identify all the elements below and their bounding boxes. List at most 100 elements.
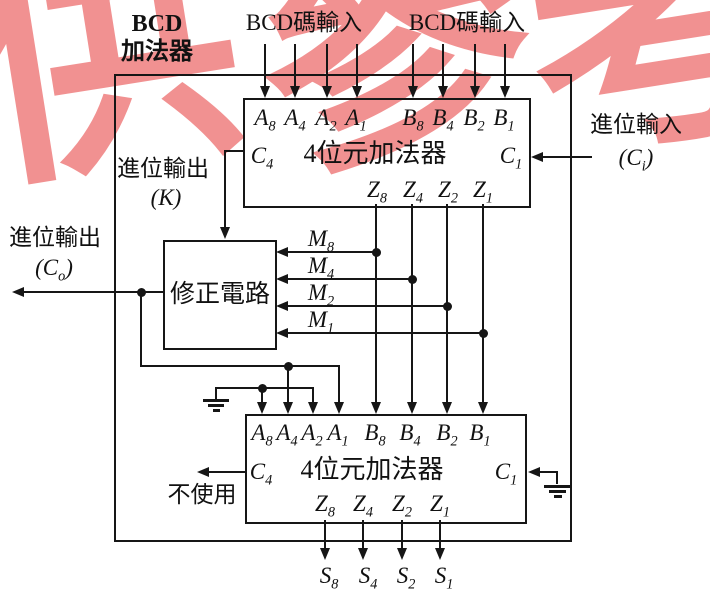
wire-m4 [287,278,413,280]
wire-input [504,44,506,87]
arrowhead [435,548,445,560]
adder1-pin-z1: Z1 [473,177,493,207]
carry-out-co-label: 進位輸出 [9,225,101,250]
wire-input [294,44,296,87]
arrowhead [442,402,452,414]
junction-dot [284,362,293,371]
wire-m2 [287,305,448,307]
wire-correction-feed [338,365,340,403]
wire-correction-feed [287,365,289,403]
arrowhead [408,86,418,98]
s1-label: S1 [434,563,454,593]
arrowhead [276,301,288,311]
not-used-label: 不使用 [167,482,237,507]
adder1-pin-b1: B1 [493,105,515,135]
arrowhead [260,86,270,98]
wire-z4-bus [411,204,413,404]
adder1-pin-b8: B8 [402,105,424,135]
diagram-title-line2: 加法器 [121,39,193,65]
adder2-pin-b8: B8 [364,420,386,450]
carry-out-co-symbol: (Co) [35,255,73,285]
wire-z1-bus [482,204,484,404]
adder2-pin-a1: A1 [327,420,349,450]
bcd-input-label-right: BCD碼輸入 [408,10,526,35]
adder2-title: 4位元加法器 [300,455,444,484]
adder2-pin-a8: A8 [251,420,273,450]
wire-c4-not-used [208,471,245,473]
arrowhead [438,86,448,98]
arrowhead [12,287,24,297]
wire-m1 [287,332,484,334]
arrowhead [470,86,480,98]
arrowhead [197,467,209,477]
arrowhead [500,86,510,98]
adder1-pin-a2: A2 [315,105,337,135]
carry-out-k-symbol: (K) [150,185,182,210]
arrowhead [352,86,362,98]
wire-input [264,44,266,87]
adder2-pin-b2: B2 [436,420,458,450]
arrowhead [528,467,540,477]
adder2-pin-z8: Z8 [315,491,335,521]
wire-c1-ground [539,471,558,473]
arrowhead [407,402,417,414]
arrowhead [283,402,293,414]
carry-out-k-label: 進位輸出 [117,156,209,181]
s8-label: S8 [319,563,339,593]
adder1-pin-b4: B4 [432,105,454,135]
carry-in-symbol: (Ci) [618,145,654,175]
adder1-pin-z4: Z4 [403,177,423,207]
m8-label: M8 [307,226,335,256]
wire-s4 [362,520,364,548]
arrowhead [276,328,288,338]
adder1-title: 4位元加法器 [303,139,447,168]
junction-dot [258,384,267,393]
wire-s8 [324,520,326,548]
arrowhead [531,152,543,162]
outer-boundary [114,74,572,542]
adder1-box [243,98,531,208]
arrowhead [334,402,344,414]
adder1-pin-c1: C1 [499,143,523,173]
adder2-pin-z4: Z4 [353,491,373,521]
wire-input [442,44,444,87]
arrowhead [290,86,300,98]
s4-label: S4 [358,563,378,593]
arrowhead [308,402,318,414]
adder2-box [245,414,527,524]
wire-c1-ground [556,471,558,484]
wire-m8 [287,251,377,253]
arrowhead [322,86,332,98]
adder1-pin-b2: B2 [463,105,485,135]
s2-label: S2 [396,563,416,593]
wire-input [474,44,476,87]
m2-label: M2 [307,280,335,310]
wire-input [356,44,358,87]
arrowhead [371,402,381,414]
arrowhead [220,227,230,239]
bcd-input-label-left: BCD碼輸入 [245,10,363,35]
wire-correction-feed [140,365,340,367]
adder1-pin-a8: A8 [254,105,276,135]
correction-label: 修正電路 [169,281,271,308]
arrowhead [397,548,407,560]
adder2-pin-b1: B1 [469,420,491,450]
arrowhead [320,548,330,560]
junction-dot [372,248,381,257]
diagram-title-line1: BCD [131,11,183,37]
adder1-pin-c4: C4 [250,143,274,173]
junction-dot [443,302,452,311]
junction-dot [479,329,488,338]
adder2-pin-a2: A2 [301,420,323,450]
wire-k [224,150,226,227]
arrowhead [276,274,288,284]
arrowhead [478,402,488,414]
m1-label: M1 [307,307,335,337]
wire-correction-feed [140,291,142,367]
adder2-pin-c4: C4 [249,459,273,489]
junction-dot [408,275,417,284]
ground-stem [215,387,217,399]
wire-s1 [439,520,441,548]
wire-ground-feed [261,387,263,403]
